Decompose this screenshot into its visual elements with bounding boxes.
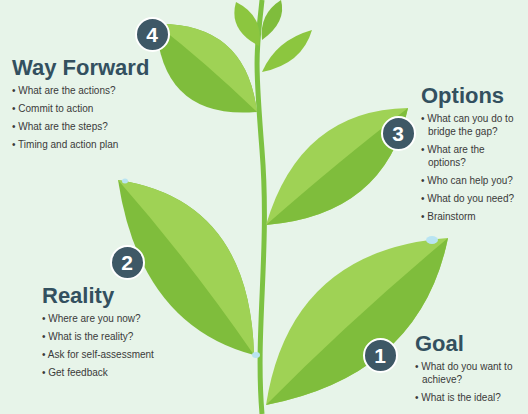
water-drop [252, 352, 260, 358]
step-heading: Way Forward [12, 54, 172, 81]
step-question: • Get feedback [42, 366, 192, 379]
step-question: • What are the steps? [12, 120, 172, 133]
step-question: • What are the actions? [12, 84, 172, 97]
step-number: 2 [121, 252, 133, 273]
step-question: • Who can help you? [421, 174, 525, 187]
step-number-circle: 1 [363, 338, 398, 373]
step-question: • What is the reality? [42, 330, 192, 343]
water-drop [122, 179, 128, 184]
leaf [266, 238, 448, 405]
step-text-group: Reality • Where are you now? • What is the… [42, 282, 192, 384]
step-question: • Commit to action [12, 102, 172, 115]
step-heading: Reality [42, 282, 192, 309]
small-leaf [234, 2, 259, 46]
step-heading: Goal [415, 330, 523, 357]
step-text-group: Goal • What do you want to achieve? • What… [415, 330, 523, 409]
step-number: 1 [374, 345, 386, 366]
step-number: 3 [392, 123, 404, 144]
step-question: • Ask for self-assessment [42, 348, 192, 361]
step-question: • What are the options? [421, 143, 525, 169]
step-text-group: Options • What can you do to bridge the g… [421, 82, 525, 228]
step-heading: Options [421, 82, 525, 109]
step-question: • Where are you now? [42, 312, 192, 325]
plant-stem [257, 0, 264, 414]
leaf-highlight [156, 24, 257, 112]
step-text-group: Way Forward • What are the actions? • Comm… [12, 54, 172, 156]
step-number-circle: 3 [381, 116, 416, 151]
step-number: 4 [146, 24, 158, 45]
step-question: • What can you do to bridge the gap? [421, 112, 525, 138]
step-question: • What is the ideal? [415, 391, 523, 404]
step-question: • Brainstorm [421, 210, 525, 223]
small-leaf [262, 30, 312, 72]
step-question: • What do you want to achieve? [415, 360, 523, 386]
step-number-circle: 2 [110, 245, 145, 280]
step-number-circle: 4 [135, 17, 170, 52]
leaf-shade [266, 238, 448, 405]
step-question: • What do you need? [421, 192, 525, 205]
step-question: • Timing and action plan [12, 138, 172, 151]
water-drop [426, 236, 438, 244]
leaf [156, 24, 257, 113]
small-leaf [262, 0, 283, 40]
